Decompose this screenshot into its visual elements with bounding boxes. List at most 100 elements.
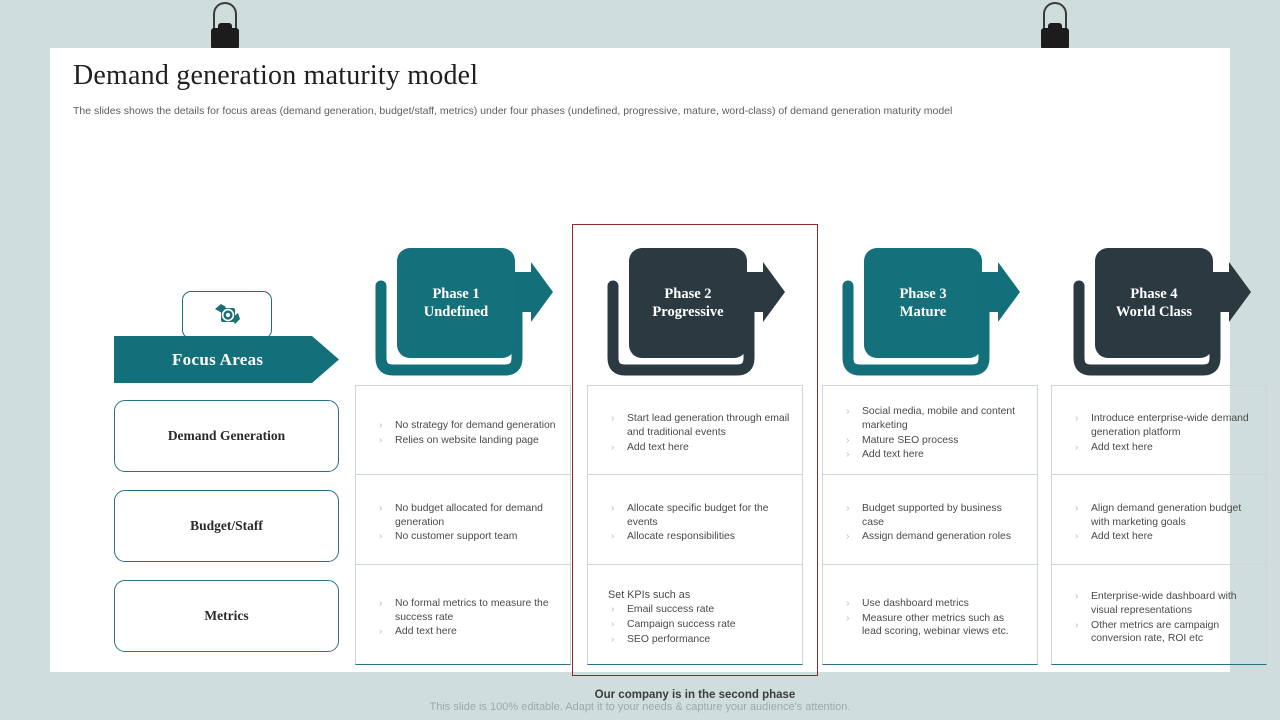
chevron-right-icon: › xyxy=(846,404,850,417)
page-title: Demand generation maturity model xyxy=(73,60,479,91)
list-item-text: Align demand generation budget with mark… xyxy=(1091,502,1242,528)
grid-cell: › Allocate specific budget for the events… xyxy=(587,475,803,565)
grid-cell: › Start lead generation through email and… xyxy=(587,385,803,475)
list-item-text: Use dashboard metrics xyxy=(862,597,969,609)
grid-cell: › No formal metrics to measure the succes… xyxy=(355,565,571,665)
focus-row-label: Demand Generation xyxy=(167,428,286,443)
chevron-right-icon: › xyxy=(379,596,383,609)
list-item-text: Allocate responsibilities xyxy=(627,531,736,543)
chevron-right-icon: › xyxy=(846,433,850,446)
chevron-right-icon: › xyxy=(611,530,615,543)
bullet-list: › Allocate specific budget for the events… xyxy=(600,502,790,545)
list-item: › Add text here xyxy=(1064,441,1254,455)
grid-cell: Set KPIs such as›Email success rate› Camp… xyxy=(587,565,803,665)
focus-row-label: Metrics xyxy=(204,608,249,623)
chevron-right-icon: › xyxy=(611,618,615,631)
clip-wire-icon xyxy=(1043,2,1067,34)
clip-wire-icon xyxy=(213,2,237,34)
list-item: › Allocate responsibilities xyxy=(600,530,790,544)
list-item: ›Introduce enterprise-wide demand genera… xyxy=(1064,412,1254,440)
list-item: ›Use dashboard metrics xyxy=(835,597,1025,611)
chevron-right-icon: › xyxy=(611,412,615,425)
focus-row-demand-generation[interactable]: Demand Generation xyxy=(114,400,339,472)
list-item-text: Enterprise-wide dashboard with visual re… xyxy=(1091,590,1237,616)
chevron-right-icon: › xyxy=(846,530,850,543)
chevron-right-icon: › xyxy=(611,440,615,453)
phase-header-1[interactable]: Phase 1 Undefined xyxy=(355,226,585,376)
footer-note: This slide is 100% editable. Adapt it to… xyxy=(429,701,851,713)
phase-2-highlight-border xyxy=(572,224,818,676)
list-item: › Start lead generation through email and… xyxy=(600,412,790,440)
content-column-phase-1: ›No strategy for demand generation›Relie… xyxy=(355,385,571,665)
focus-row-budget-staff[interactable]: Budget/Staff xyxy=(114,490,339,562)
bullet-list: ›Budget supported by business case› Assig… xyxy=(835,502,1025,545)
focus-icon-container xyxy=(182,291,272,339)
list-item-text: Add text here xyxy=(862,449,924,461)
list-item-text: No formal metrics to measure the success… xyxy=(395,597,549,623)
list-item: › Add text here xyxy=(600,441,790,455)
phase-header-3[interactable]: Phase 3 Mature xyxy=(822,226,1052,376)
phase-line1: Phase 3 xyxy=(899,285,947,302)
phase-chip: Phase 1 Undefined xyxy=(397,248,515,358)
phase-line1: Phase 4 xyxy=(1130,285,1178,302)
focus-target-icon xyxy=(215,304,240,324)
list-item: › Campaign success rate xyxy=(600,618,790,632)
phase-header-2[interactable]: Phase 2 Progressive xyxy=(587,226,817,376)
list-item-text: Email success rate xyxy=(627,604,715,616)
bullet-list: › Enterprise-wide dashboard with visual r… xyxy=(1064,590,1254,647)
phase-line1: Phase 1 xyxy=(432,285,480,302)
grid-cell: ›Introduce enterprise-wide demand genera… xyxy=(1051,385,1267,475)
chevron-right-icon: › xyxy=(846,611,850,624)
list-item: › Mature SEO process xyxy=(835,434,1025,448)
list-item-text: No strategy for demand generation xyxy=(395,420,556,432)
phase-header-4[interactable]: Phase 4 World Class xyxy=(1053,226,1280,376)
phase-chip: Phase 3 Mature xyxy=(864,248,982,358)
list-item-text: Campaign success rate xyxy=(627,619,736,631)
list-item-text: SEO performance xyxy=(627,633,711,645)
phase-line2: Progressive xyxy=(652,304,724,320)
chevron-right-icon: › xyxy=(1075,589,1079,602)
bullet-list: ›No strategy for demand generation›Relie… xyxy=(368,419,558,449)
list-item: ›Add text here xyxy=(368,625,558,639)
chevron-right-icon: › xyxy=(611,501,615,514)
chevron-right-icon: › xyxy=(1075,530,1079,543)
list-item: › Allocate specific budget for the events xyxy=(600,502,790,530)
bullet-list: › Align demand generation budget with mar… xyxy=(1064,502,1254,545)
list-item: ›Add text here xyxy=(1064,530,1254,544)
phase-chip: Phase 2 Progressive xyxy=(629,248,747,358)
list-item: › Assign demand generation roles xyxy=(835,530,1025,544)
bullet-list: ›Use dashboard metrics›Measure other met… xyxy=(835,597,1025,640)
focus-areas-banner[interactable]: Focus Areas xyxy=(114,336,339,383)
phase-line2: Undefined xyxy=(423,304,489,320)
list-item: › Add text here xyxy=(835,448,1025,462)
list-item-text: Start lead generation through email and … xyxy=(627,413,790,439)
list-item-text: Add text here xyxy=(395,626,457,638)
list-item-text: Add text here xyxy=(1091,441,1153,453)
chevron-right-icon: › xyxy=(1075,440,1079,453)
list-item-text: Assign demand generation roles xyxy=(862,531,1012,543)
list-item: ›Email success rate xyxy=(600,603,790,617)
list-item-text: No budget allocated for demand generatio… xyxy=(395,502,543,528)
cell-heading: Set KPIs such as xyxy=(608,589,691,602)
list-item-text: Allocate specific budget for the events xyxy=(627,502,769,528)
grid-cell: › Enterprise-wide dashboard with visual r… xyxy=(1051,565,1267,665)
list-item: › Enterprise-wide dashboard with visual r… xyxy=(1064,590,1254,618)
u-turn-arrow-icon xyxy=(375,262,553,376)
content-column-phase-3: ›Social media, mobile and content market… xyxy=(822,385,1038,665)
content-column-phase-2: › Start lead generation through email and… xyxy=(587,385,803,665)
focus-row-metrics[interactable]: Metrics xyxy=(114,580,339,652)
phase-line1: Phase 2 xyxy=(664,285,712,302)
grid-cell: ›No budget allocated for demand generati… xyxy=(355,475,571,565)
list-item: ›Budget supported by business case xyxy=(835,502,1025,530)
list-item-text: No customer support team xyxy=(395,531,518,543)
phase-line2: Mature xyxy=(899,304,947,320)
focus-areas-label: Focus Areas xyxy=(172,349,264,369)
bullet-list: › Start lead generation through email and… xyxy=(600,412,790,455)
list-item: ›No budget allocated for demand generati… xyxy=(368,502,558,530)
page-subtitle: The slides shows the details for focus a… xyxy=(73,105,953,117)
list-item-text: Other metrics are campaign conversion ra… xyxy=(1091,619,1220,645)
list-item-text: Add text here xyxy=(627,441,689,453)
chevron-right-icon: › xyxy=(846,448,850,461)
list-item-text: Mature SEO process xyxy=(862,434,959,446)
list-item: ›No customer support team xyxy=(368,530,558,544)
